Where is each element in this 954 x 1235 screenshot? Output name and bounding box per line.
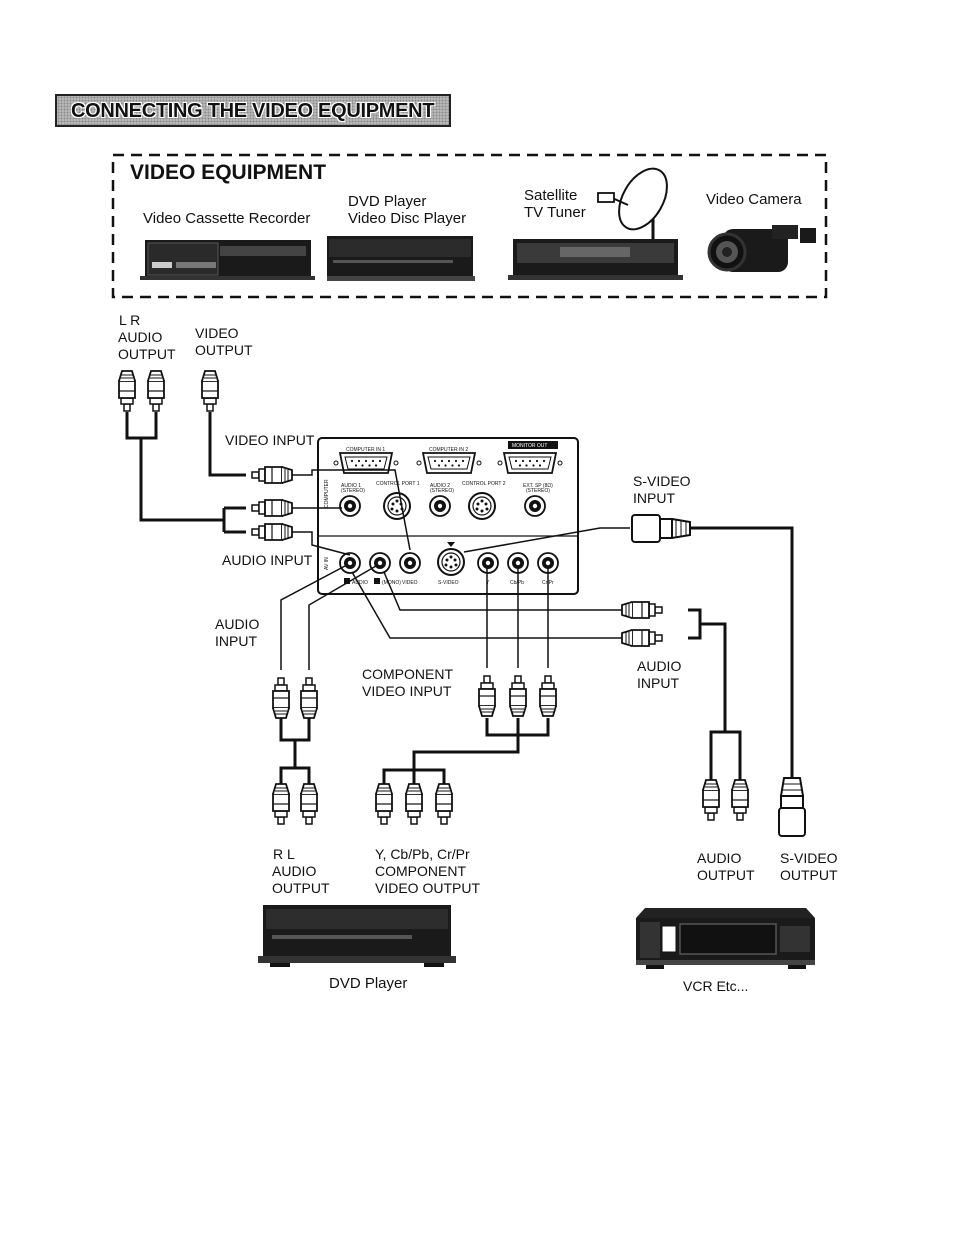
video-camera-label: Video Camera <box>706 191 802 208</box>
satellite-label-line2: TV Tuner <box>524 204 586 221</box>
panel-label-audio2: AUDIO 2 <box>430 483 450 489</box>
panel-label-cbpb: Cb/Pb <box>510 580 524 586</box>
panel-label-mono: (MONO) <box>382 580 401 586</box>
equipment-box <box>111 153 828 299</box>
section-title-bar: CONNECTING THE VIDEO EQUIPMENT <box>55 94 451 127</box>
panel-label-audio1: AUDIO 1 <box>341 483 361 489</box>
equipment-heading: VIDEO EQUIPMENT <box>130 161 327 184</box>
rca-plug-right-audio-1 <box>622 602 662 618</box>
label-dvd-player-bottom: DVD Player <box>329 975 408 992</box>
section-title: CONNECTING THE VIDEO EQUIPMENT <box>71 100 435 122</box>
rca-plug-dvd-audio-in-2 <box>300 677 318 719</box>
rca-plug-comp-out-y <box>376 784 392 824</box>
label-audio-output-dvd-1: AUDIO <box>272 863 317 879</box>
rca-plug-dvd-audio-in-1 <box>272 677 290 719</box>
label-audio-output-vcr-1: AUDIO <box>697 850 742 866</box>
rca-plug-vcr-audio-out-1 <box>703 780 719 820</box>
label-video-output-top: OUTPUT <box>195 342 253 358</box>
panel-label-video: VIDEO <box>402 580 418 586</box>
label-audio-input-mid-2: INPUT <box>215 633 257 649</box>
vcr-illustration <box>140 240 315 280</box>
label-svideo-input-1: S-VIDEO <box>633 473 691 489</box>
panel-label-computer-in-1: COMPUTER IN 1 <box>346 447 385 453</box>
panel-label-stereo2: (STEREO) <box>430 488 454 494</box>
label-comp-out-2: COMPONENT <box>375 863 466 879</box>
label-svideo-input-2: INPUT <box>633 490 675 506</box>
label-video-input: VIDEO INPUT <box>225 432 315 448</box>
dvd-player-bottom-illustration <box>258 905 456 967</box>
rca-plug-video-input <box>252 467 292 483</box>
panel-label-computer-side: COMPUTER <box>324 479 330 508</box>
panel-label-y: Y <box>486 580 490 586</box>
rca-plug-top-l <box>119 371 135 411</box>
panel-label-ext-sp: EXT. SP (8Ω) <box>523 483 553 489</box>
rca-plug-comp-in-y <box>478 675 496 717</box>
satellite-label-line1: Satellite <box>524 187 578 204</box>
dvd-label-line1: DVD Player <box>348 193 427 210</box>
vcr-label: Video Cassette Recorder <box>143 210 311 227</box>
label-audio-input-mid-1: AUDIO <box>215 616 260 632</box>
panel-label-stereo3: (STEREO) <box>526 488 550 494</box>
panel-label-svideo: S-VIDEO <box>438 580 459 586</box>
label-comp-out-3: VIDEO OUTPUT <box>375 880 481 896</box>
satellite-tuner-illustration <box>508 167 683 280</box>
rca-plug-comp-in-cb <box>509 675 527 717</box>
label-audio-input-right-1: AUDIO <box>637 658 682 674</box>
label-audio-output-vcr-2: OUTPUT <box>697 867 755 883</box>
label-r-l-dvd: R L <box>273 846 295 862</box>
rca-plug-vcr-audio-out-2 <box>732 780 748 820</box>
terminal-panel: COMPUTER IN 1 COMPUTER IN 2 MONITOR OUT … <box>317 437 579 595</box>
label-l-r-top: L R <box>119 312 141 328</box>
rca-plug-comp-out-cb <box>406 784 422 824</box>
label-audio-input-right-2: INPUT <box>637 675 679 691</box>
label-component-1: COMPONENT <box>362 666 453 682</box>
label-svideo-output-1: S-VIDEO <box>780 850 838 866</box>
panel-label-computer-in-2: COMPUTER IN 2 <box>429 447 468 453</box>
label-output-top: OUTPUT <box>118 346 176 362</box>
rca-plug-audio-input-1 <box>252 500 292 516</box>
label-component-2: VIDEO INPUT <box>362 683 452 699</box>
panel-label-stereo1: (STEREO) <box>341 488 365 494</box>
rca-plug-comp-out-cr <box>436 784 452 824</box>
label-audio-output-dvd-2: OUTPUT <box>272 880 330 896</box>
svideo-plug-input <box>631 514 691 543</box>
cables <box>125 412 794 792</box>
label-video-top: VIDEO <box>195 325 239 341</box>
panel-label-audio: AUDIO <box>352 580 368 586</box>
dvd-label-line2: Video Disc Player <box>348 210 467 227</box>
panel-label-monitor-out: MONITOR OUT <box>512 443 547 449</box>
rca-plug-dvd-audio-out-l <box>301 784 317 824</box>
label-comp-out-1: Y, Cb/Pb, Cr/Pr <box>375 846 470 862</box>
rca-plug-top-r <box>148 371 164 411</box>
vcr-bottom-illustration <box>636 908 815 969</box>
label-vcr-etc: VCR Etc... <box>683 978 749 994</box>
label-audio-top: AUDIO <box>118 329 163 345</box>
label-svideo-output-2: OUTPUT <box>780 867 838 883</box>
panel-label-control-port-2: CONTROL PORT 2 <box>462 481 506 487</box>
dvd-player-illustration <box>327 236 475 281</box>
rca-plug-right-audio-2 <box>622 630 662 646</box>
rca-plug-audio-input-2 <box>252 524 292 540</box>
video-camera-illustration <box>707 225 816 272</box>
panel-label-av-in-side: AV IN <box>324 557 330 570</box>
svideo-plug-output <box>778 777 806 837</box>
rca-plug-dvd-audio-out-r <box>273 784 289 824</box>
rca-plug-comp-in-cr <box>539 675 557 717</box>
rca-plug-top-video <box>202 371 218 411</box>
label-audio-input-left: AUDIO INPUT <box>222 552 313 568</box>
